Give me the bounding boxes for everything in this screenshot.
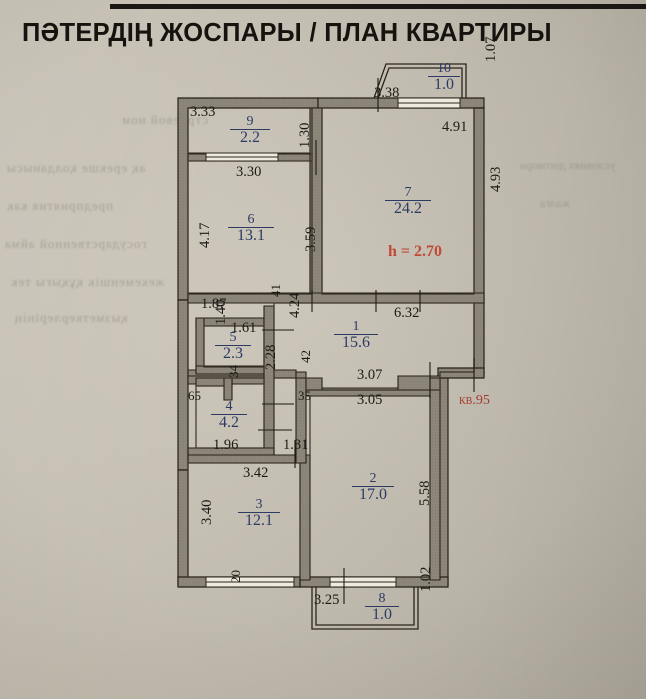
dimension-1-87: 1.87 bbox=[201, 296, 227, 312]
dimension-3-05: 3.05 bbox=[357, 392, 383, 408]
dimension-0-42: 42 bbox=[298, 350, 313, 363]
room-label-9: 9 2.2 bbox=[230, 115, 270, 146]
dimension-4-93: 4.93 bbox=[488, 166, 504, 192]
page-title: ПӘТЕРДІҢ ЖОСПАРЫ / ПЛАН КВАРТИРЫ bbox=[22, 19, 552, 47]
dimension-2-28: 2.28 bbox=[263, 344, 279, 370]
dimension-1-30: 1.30 bbox=[297, 122, 313, 148]
ceiling-height-label: h = 2.70 bbox=[388, 243, 443, 260]
dimension-5-58: 5.58 bbox=[417, 480, 433, 506]
dimension-1-96: 1.96 bbox=[213, 437, 239, 453]
dimension-0-65: 65 bbox=[188, 388, 201, 403]
dimension-3-30: 3.30 bbox=[236, 164, 262, 180]
dimension-1-02: 1.02 bbox=[418, 566, 434, 592]
room-label-1: 1 15.6 bbox=[334, 320, 378, 351]
dimension-3-42: 3.42 bbox=[243, 465, 269, 481]
room-label-7: 7 24.2 bbox=[385, 186, 431, 217]
dimension-3-25: 3.25 bbox=[314, 592, 340, 608]
dimension-1-40: 1.40 bbox=[213, 299, 229, 325]
dimension-1-61: 1.61 bbox=[231, 320, 257, 336]
apartment-number-label: кв.95 bbox=[459, 393, 490, 408]
dimension-0-34: 34 bbox=[226, 365, 241, 378]
dimension-3-07: 3.07 bbox=[357, 367, 383, 383]
dimension-1-31: 1.31 bbox=[283, 437, 309, 453]
dimension-3-40: 3.40 bbox=[199, 499, 215, 525]
header-rule bbox=[110, 4, 646, 9]
dimension-4-24: 4.24 bbox=[287, 292, 303, 318]
room-label-8: 8 1.0 bbox=[365, 592, 399, 623]
dimension-3-33: 3.33 bbox=[190, 104, 216, 120]
dimension-0-41: 41 bbox=[268, 284, 283, 297]
dimension-6-32: 6.32 bbox=[394, 305, 420, 321]
room-label-5: 5 2.3 bbox=[215, 331, 251, 362]
dimension-4-17: 4.17 bbox=[197, 222, 213, 248]
room-label-2: 2 17.0 bbox=[352, 472, 394, 503]
dimension-3-59: 3.59 bbox=[303, 226, 319, 252]
room-label-4: 4 4.2 bbox=[211, 400, 247, 431]
dimension-4-91: 4.91 bbox=[442, 119, 468, 135]
dimension-1-07: 1.07 bbox=[483, 36, 499, 62]
room-label-6: 6 13.1 bbox=[228, 213, 274, 244]
room-label-10: 10 1.0 bbox=[428, 62, 460, 93]
dimension-3-38: 3.38 bbox=[374, 85, 400, 101]
dimension-0-20: 20 bbox=[228, 570, 243, 583]
dimension-0-35: 35 bbox=[298, 388, 311, 403]
room-label-3: 3 12.1 bbox=[238, 498, 280, 529]
